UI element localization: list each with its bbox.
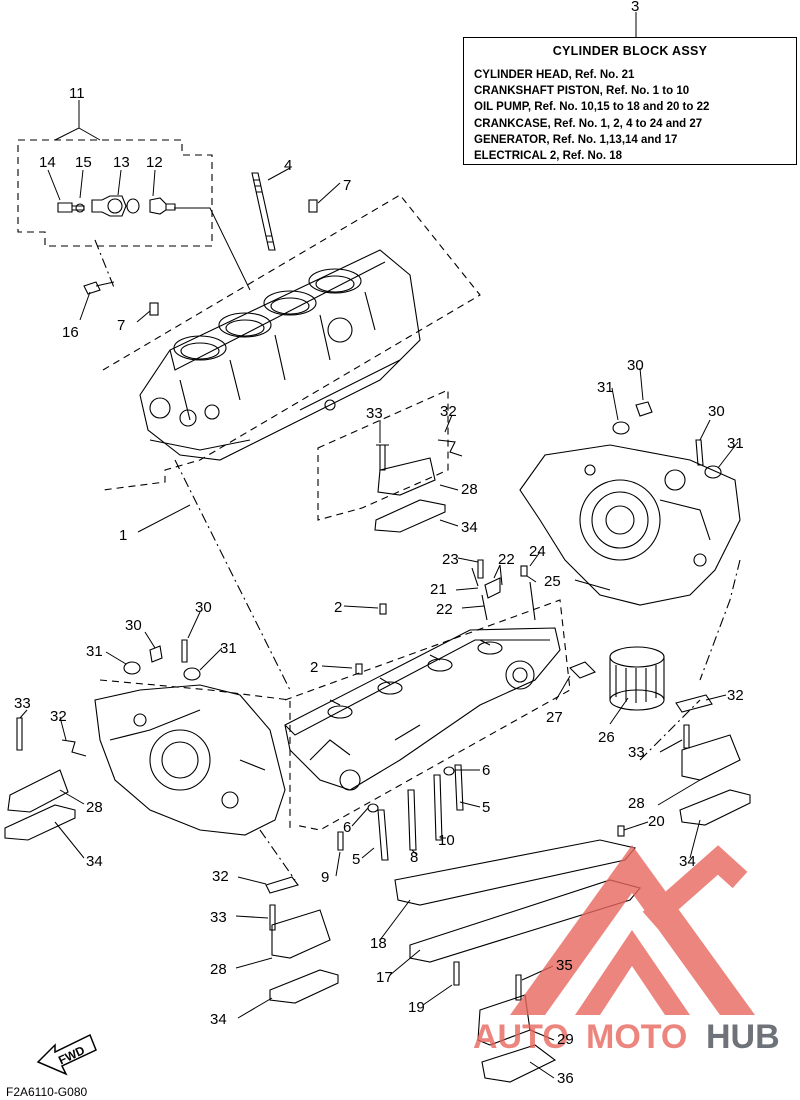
callout-label: 2: [334, 599, 342, 616]
reference-line: CYLINDER HEAD, Ref. No. 21: [474, 69, 635, 81]
crankcase-upper-outline: [284, 599, 571, 831]
callout-label: 31: [86, 643, 103, 660]
callout-label: 21: [430, 581, 447, 598]
generator-cover-left-outline: [99, 679, 291, 830]
callout-label: 22: [436, 601, 453, 618]
callout-label: 30: [708, 403, 725, 420]
callout-label: 17: [376, 969, 393, 986]
assembly-legend-box: CYLINDER BLOCK ASSY CYLINDER HEAD, Ref. …: [463, 37, 797, 165]
breather-cover-upper: [374, 457, 446, 533]
callout-label: 2: [310, 659, 318, 676]
callout-label: 24: [529, 543, 546, 560]
diagram-code: F2A6110-G080: [6, 1085, 88, 1099]
callout-label: 30: [627, 357, 644, 374]
breather-cover-small: [477, 994, 531, 1046]
callout-label: 33: [628, 744, 645, 761]
callout-label: 36: [557, 1070, 574, 1087]
callout-label: 28: [210, 961, 227, 978]
callout-label: 32: [50, 708, 67, 725]
cylinder-block: [139, 249, 421, 461]
callout-label: 4: [284, 157, 292, 174]
oil-filter: [609, 646, 665, 711]
oil-pressure-switch-group: [57, 195, 176, 295]
callout-label: 32: [727, 687, 744, 704]
watermark-moto: MOTO: [586, 1018, 687, 1056]
callout-label: 28: [86, 799, 103, 816]
generator-cover-left: [94, 684, 286, 836]
generator-cover-right: [519, 444, 741, 606]
callout-label: 31: [597, 379, 614, 396]
callout-label: 29: [557, 1031, 574, 1048]
callout-label: 19: [408, 999, 425, 1016]
breather-cover-right: [679, 734, 751, 826]
fwd-arrow: FWD: [36, 1033, 97, 1076]
fwd-label: FWD: [56, 1043, 87, 1067]
gasket-plate: [481, 1044, 557, 1083]
callout-label: 1: [119, 527, 127, 544]
reference-line: OIL PUMP, Ref. No. 10,15 to 18 and 20 to…: [474, 101, 710, 114]
breather-cover-left: [4, 769, 76, 841]
callout-label: 5: [352, 851, 360, 868]
callout-label: 30: [125, 617, 142, 634]
watermark-logo: AUTO MOTO HUB: [473, 845, 780, 1056]
reference-line: CRANKSHAFT PISTON, Ref. No. 1 to 10: [474, 85, 690, 98]
callout-label: 11: [69, 85, 85, 102]
callout-label: 23: [442, 551, 459, 568]
watermark-triangle: [510, 845, 755, 1015]
callout-label: 13: [113, 154, 130, 171]
callout-label: 6: [482, 762, 490, 779]
callout-label: 5: [482, 799, 490, 816]
breather-cover-bottom: [269, 909, 339, 1004]
assembly-ref-number: 3: [631, 0, 639, 15]
callout-label: 33: [14, 695, 31, 712]
callout-label: 22: [498, 551, 515, 568]
crankcase-dashed-outline: [317, 389, 449, 521]
reference-line: ELECTRICAL 2, Ref. No. 18: [474, 150, 623, 163]
upper-crankcase: [284, 627, 561, 791]
callout-label: 16: [62, 324, 79, 341]
callout-label: 18: [370, 935, 387, 952]
callout-label: 32: [212, 868, 229, 885]
watermark-auto: AUTO: [473, 1018, 569, 1056]
callout-label: 34: [679, 853, 696, 870]
bolts: [16, 401, 704, 1001]
callout-label: 30: [195, 599, 212, 616]
assembly-title: CYLINDER BLOCK ASSY: [552, 44, 708, 58]
callout-label: 12: [146, 154, 163, 171]
callout-label: 9: [321, 869, 329, 886]
callout-label: 15: [75, 154, 92, 171]
callout-label: 31: [220, 640, 237, 657]
callout-label: 34: [210, 1011, 227, 1028]
callout-label: 31: [727, 435, 744, 452]
cylinder-block-outline: [102, 194, 481, 491]
reference-line: CRANKCASE, Ref. No. 1, 2, 4 to 24 and 27: [474, 117, 703, 130]
reference-line: GENERATOR, Ref. No. 1,13,14 and 17: [474, 133, 678, 146]
callout-label: 33: [210, 909, 227, 926]
callout-label: 25: [544, 573, 561, 590]
callout-label: 32: [440, 403, 457, 420]
watermark-hub: HUB: [706, 1018, 780, 1056]
callout-label: 20: [648, 813, 665, 830]
assembly-reference-list: CYLINDER HEAD, Ref. No. 21 CRANKSHAFT PI…: [474, 67, 709, 164]
washers: [123, 421, 722, 813]
stud-bolt: [251, 172, 276, 251]
callout-label: 28: [628, 795, 645, 812]
callout-label: 34: [461, 519, 478, 536]
callout-label: 34: [86, 853, 103, 870]
callout-label: 35: [556, 957, 573, 974]
callout-label: 8: [410, 849, 418, 866]
callout-numbers: 11 14 15 13 12 4 7 7 16 1 33 32 28 34 30…: [14, 0, 744, 1087]
callout-label: 26: [598, 729, 615, 746]
group-11-outline: [17, 139, 213, 247]
callout-label: 7: [117, 317, 125, 334]
callout-label: 6: [343, 819, 351, 836]
callout-label: 33: [366, 405, 383, 422]
callout-label: 10: [438, 832, 455, 849]
callout-label: 14: [39, 154, 56, 171]
callout-label: 28: [461, 481, 478, 498]
oil-pressure-fitting: [569, 661, 596, 679]
callout-label: 27: [546, 709, 563, 726]
callout-label: 7: [343, 177, 351, 194]
